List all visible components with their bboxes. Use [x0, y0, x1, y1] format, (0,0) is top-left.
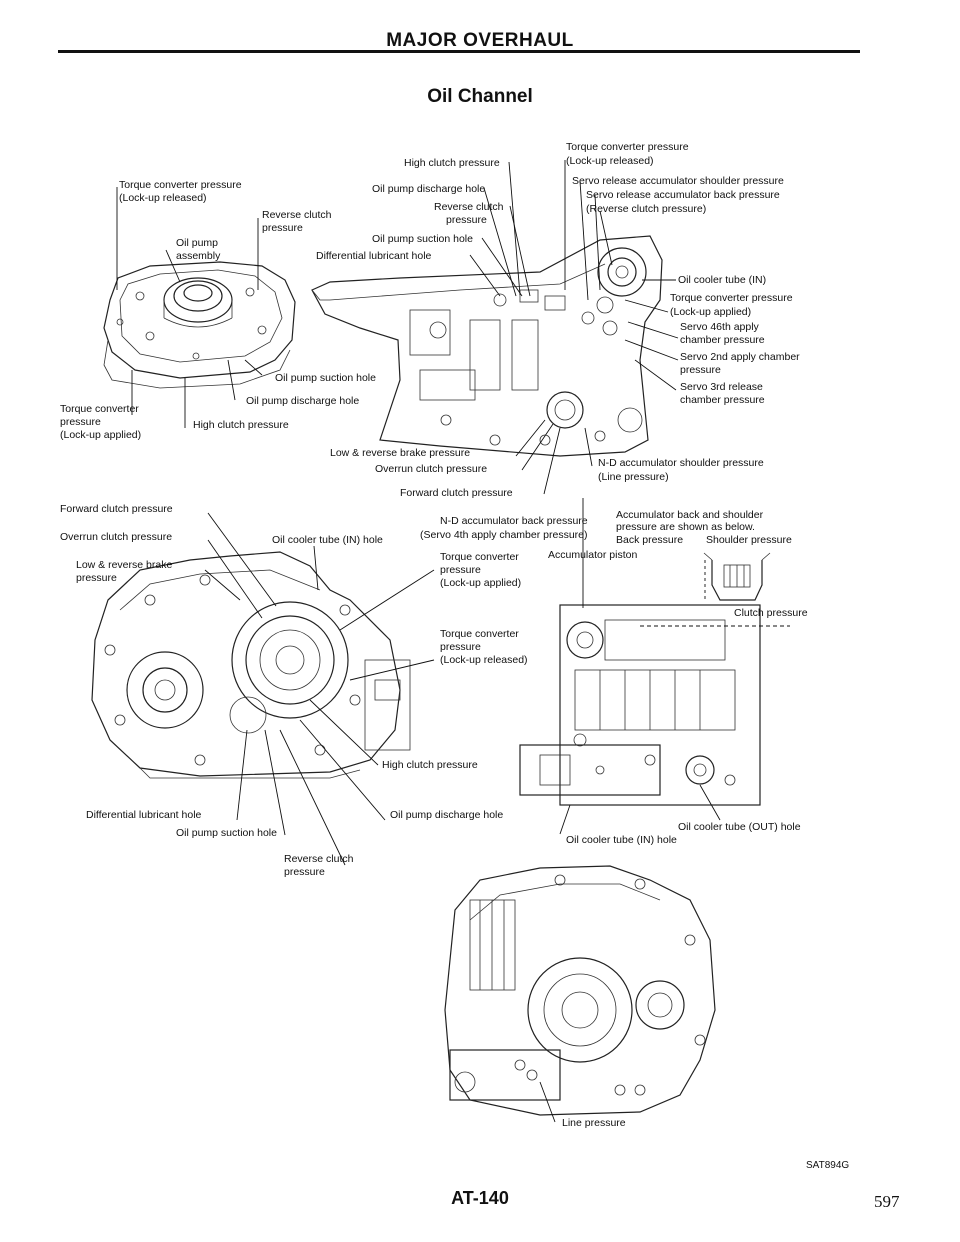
page-code: AT-140 [451, 1188, 509, 1208]
label-back-pressure: Back pressure [616, 534, 683, 546]
label-overrun-2: Overrun clutch pressure [375, 463, 487, 475]
label-tc-applied-3b: pressure [440, 564, 481, 576]
label-tc-applied-3c: (Lock-up applied) [440, 577, 521, 589]
label-servo46-b: chamber pressure [680, 334, 765, 346]
label-servo2-a: Servo 2nd apply chamber [680, 351, 800, 363]
label-servo3-b: chamber pressure [680, 394, 765, 406]
page-title: Oil Channel [427, 86, 533, 107]
label-tc-applied-2a: Torque converter pressure [670, 292, 793, 304]
label-oil-pump-a: Oil pump [176, 237, 218, 249]
sheet-number: 597 [874, 1192, 900, 1211]
label-high-clutch-1: High clutch pressure [193, 419, 289, 431]
label-cooler-in-hole: Oil cooler tube (IN) hole [566, 834, 677, 846]
label-clutch-pressure: Clutch pressure [734, 607, 808, 619]
transaxle-assembly-illustration [444, 865, 716, 1116]
converter-housing-illustration [91, 551, 411, 779]
header-rule [58, 50, 860, 53]
label-suction-hole-2: Oil pump suction hole [372, 233, 473, 245]
label-nd-shoulder-a: N-D accumulator shoulder pressure [598, 457, 764, 469]
diagram3-leaders [204, 498, 721, 866]
label-high-clutch-2: High clutch pressure [404, 157, 500, 169]
label-diff-lube-3: Differential lubricant hole [86, 809, 202, 821]
label-accum-piston: Accumulator piston [548, 549, 637, 561]
label-oil-pump-b: assembly [176, 250, 221, 262]
label-suction-hole-1: Oil pump suction hole [275, 372, 376, 384]
label-servo46-a: Servo 46th apply [680, 321, 760, 333]
control-valve-illustration [519, 604, 761, 806]
label-tc-pressure-released-a: Torque converter pressure [119, 179, 242, 191]
label-servo-back-b: (Reverse clutch pressure) [586, 203, 706, 215]
label-tc-top-b: (Lock-up released) [566, 155, 654, 167]
label-tc-applied-2b: (Lock-up applied) [670, 306, 751, 318]
label-discharge-hole-3: Oil pump discharge hole [390, 809, 503, 821]
oil-pump-assembly-illustration [103, 261, 296, 389]
label-reverse-clutch-2a: Reverse clutch [434, 201, 504, 213]
label-tc-top-a: Torque converter pressure [566, 141, 689, 153]
label-cooler-in-2: Oil cooler tube (IN) [678, 274, 766, 286]
label-tc-applied-b: pressure [60, 416, 101, 428]
label-lowrev-3a: Low & reverse brake [76, 559, 172, 571]
label-discharge-hole-1: Oil pump discharge hole [246, 395, 359, 407]
label-forward-3: Forward clutch pressure [60, 503, 173, 515]
label-servo2-b: pressure [680, 364, 721, 376]
label-overrun-3: Overrun clutch pressure [60, 531, 172, 543]
label-lowrev-3b: pressure [76, 572, 117, 584]
label-diff-lube-2: Differential lubricant hole [316, 250, 432, 262]
figure-code: SAT894G [806, 1160, 850, 1171]
label-reverse-clutch-2b: pressure [446, 214, 487, 226]
label-line-pressure: Line pressure [562, 1117, 626, 1129]
label-reverse-clutch-b: pressure [262, 222, 303, 234]
diagram1-leaders [116, 187, 263, 428]
label-tc-pressure-released-b: (Lock-up released) [119, 192, 207, 204]
label-tc-release-3c: (Lock-up released) [440, 654, 528, 666]
label-tc-applied-3a: Torque converter [440, 551, 519, 563]
label-accum-note-b: pressure are shown as below. [616, 521, 755, 533]
label-reverse-clutch-3b: pressure [284, 866, 325, 878]
diagram2-leaders [469, 160, 679, 495]
label-discharge-hole-2: Oil pump discharge hole [372, 183, 485, 195]
case-top-illustration [311, 235, 663, 457]
label-servo-shoulder: Servo release accumulator shoulder press… [572, 175, 784, 187]
label-tc-applied-a: Torque converter [60, 403, 139, 415]
label-reverse-clutch-3a: Reverse clutch [284, 853, 354, 865]
line-pressure-leader [539, 1081, 556, 1123]
label-high-clutch-3: High clutch pressure [382, 759, 478, 771]
label-nd-shoulder-b: (Line pressure) [598, 471, 669, 483]
label-cooler-out: Oil cooler tube (OUT) hole [678, 821, 801, 833]
label-servo3-a: Servo 3rd release [680, 381, 763, 393]
label-accum-note-a: Accumulator back and shoulder [616, 509, 764, 521]
label-suction-hole-3: Oil pump suction hole [176, 827, 277, 839]
label-forward-2: Forward clutch pressure [400, 487, 513, 499]
label-reverse-clutch-a: Reverse clutch [262, 209, 332, 221]
label-shoulder-pressure: Shoulder pressure [706, 534, 792, 546]
section-header: MAJOR OVERHAUL [386, 30, 574, 51]
label-tc-release-3a: Torque converter [440, 628, 519, 640]
label-tc-release-3b: pressure [440, 641, 481, 653]
label-servo4: (Servo 4th apply chamber pressure) [420, 529, 588, 541]
label-tc-applied-c: (Lock-up applied) [60, 429, 141, 441]
label-lowrev-2: Low & reverse brake pressure [330, 447, 470, 459]
label-servo-back-a: Servo release accumulator back pressure [586, 189, 780, 201]
label-cooler-in-3: Oil cooler tube (IN) hole [272, 534, 383, 546]
label-nd-back: N-D accumulator back pressure [440, 515, 588, 527]
accumulator-inset-illustration [640, 552, 790, 627]
